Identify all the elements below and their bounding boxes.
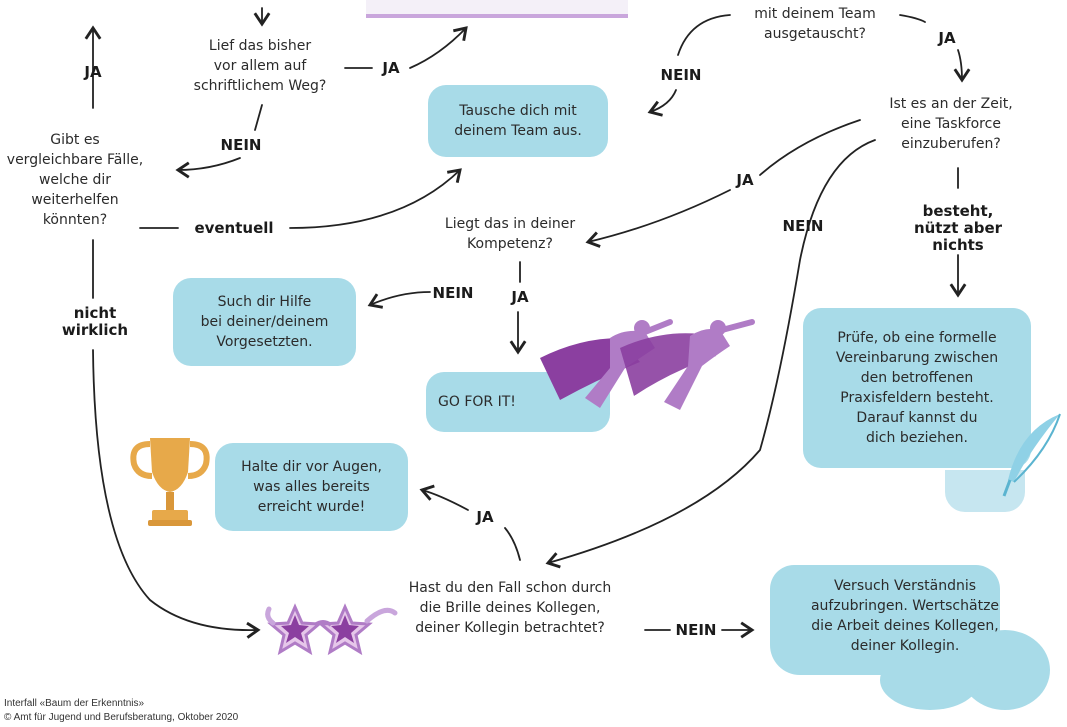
- question-vergleichbar: Gibt es vergleichbare Fälle, welche dir …: [6, 132, 144, 228]
- box-halte: Halte dir vor Augen, was alles bereits e…: [215, 443, 408, 531]
- superheroes-illustration: [540, 319, 755, 410]
- box-tausche: Tausche dich mit deinem Team aus.: [428, 85, 608, 157]
- label-nein: NEIN: [432, 284, 474, 302]
- box-versuch-overlay: Versuch Verständnis aufzubringen. Wertsc…: [810, 578, 1000, 654]
- label-ja: JA: [476, 508, 494, 526]
- label-ja: JA: [84, 63, 102, 81]
- label-nein: NEIN: [782, 217, 824, 235]
- trophy-icon: [130, 438, 210, 526]
- label-ja: JA: [938, 29, 956, 47]
- cloud-bump: [880, 650, 980, 710]
- question-kompetenz: Liegt das in deiner Kompetenz?: [444, 216, 576, 252]
- label-nein: NEIN: [675, 621, 717, 639]
- top-partial-box: [366, 0, 628, 18]
- question-ausgetauscht: mit deinem Team ausgetauscht?: [754, 6, 876, 42]
- question-schriftlich: Lief das bisher vor allem auf schriftlic…: [193, 38, 327, 94]
- label-ja: JA: [382, 59, 400, 77]
- label-nein: NEIN: [660, 66, 702, 84]
- footer-line-1: Interfall «Baum der Erkenntnis»: [4, 698, 145, 709]
- question-taskforce: Ist es an der Zeit, eine Taskforce einzu…: [889, 96, 1013, 152]
- label-ja: JA: [511, 288, 529, 306]
- box-hilfe: Such dir Hilfe bei deiner/deinem Vorgese…: [173, 278, 356, 366]
- label-besteht: besteht, nützt aber nichts: [913, 202, 1003, 254]
- label-nein: NEIN: [220, 136, 262, 154]
- label-eventuell: eventuell: [194, 219, 274, 237]
- label-nicht-wirklich: nicht wirklich: [61, 304, 129, 339]
- label-ja: JA: [736, 171, 754, 189]
- footer-line-2: © Amt für Jugend und Berufsberatung, Okt…: [4, 712, 239, 723]
- feather-quill-icon: [1002, 413, 1061, 497]
- star-glasses-icon: [265, 603, 398, 656]
- question-brille: Hast du den Fall schon durch die Brille …: [408, 580, 612, 636]
- box-pruefe: Prüfe, ob eine formelle Vereinbarung zwi…: [803, 308, 1031, 468]
